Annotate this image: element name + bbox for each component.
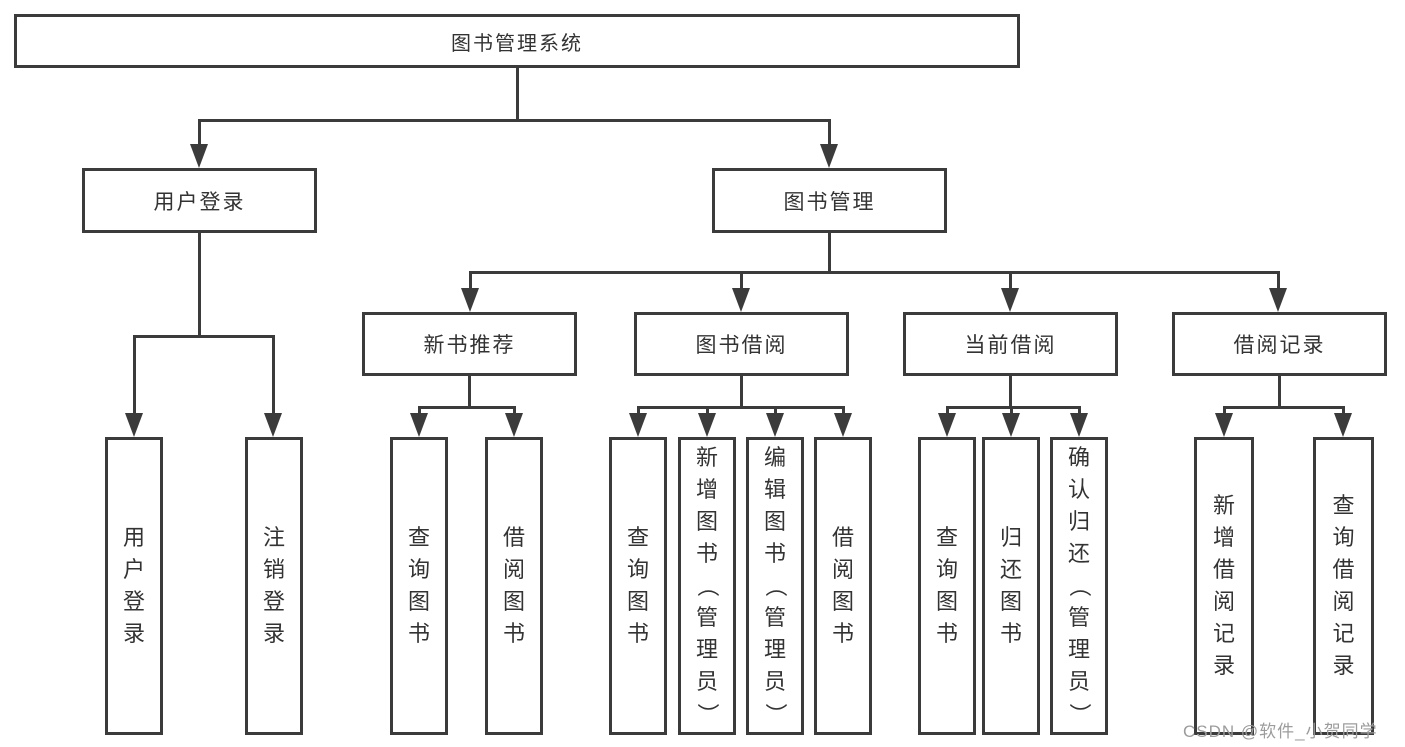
leaf-return-books-label: 归还图书 — [999, 525, 1022, 646]
node-user-login-label: 用户登录 — [153, 190, 246, 214]
node-library-management-system-label: 图书管理系统 — [451, 32, 583, 55]
edge-line — [513, 407, 516, 415]
node-borrowing-records-label: 借阅记录 — [1233, 334, 1326, 357]
edge-line — [1009, 376, 1012, 408]
leaf-query-books-borrowing: 查询图书 — [609, 437, 667, 735]
leaf-logout-label: 注销登录 — [262, 525, 285, 646]
edge-line — [133, 336, 136, 415]
edge-line — [198, 119, 831, 122]
arrow-down-icon — [1002, 413, 1020, 437]
arrow-down-icon — [938, 413, 956, 437]
arrow-down-icon — [190, 144, 208, 168]
edge-line — [1223, 407, 1226, 415]
arrow-down-icon — [1001, 288, 1019, 312]
leaf-query-books-borrowing-label: 查询图书 — [626, 525, 649, 646]
leaf-add-borrow-record: 新增借阅记录 — [1194, 437, 1254, 735]
edge-line — [1277, 271, 1280, 290]
arrow-down-icon — [461, 288, 479, 312]
leaf-edit-book-admin: 编辑图书（管理员） — [746, 437, 804, 735]
leaf-query-books-current: 查询图书 — [918, 437, 976, 735]
edge-line — [1223, 406, 1345, 409]
edge-line — [842, 407, 845, 415]
arrow-down-icon — [698, 413, 716, 437]
node-book-management-label: 图书管理 — [783, 190, 876, 214]
leaf-borrow-books-borrowing-label: 借阅图书 — [831, 525, 854, 646]
arrow-down-icon — [766, 413, 784, 437]
edge-line — [468, 376, 471, 408]
arrow-down-icon — [834, 413, 852, 437]
edge-line — [637, 407, 640, 415]
node-borrowing-records: 借阅记录 — [1172, 312, 1387, 376]
node-current-borrowing: 当前借阅 — [903, 312, 1118, 376]
edge-line — [418, 407, 421, 415]
arrow-down-icon — [1269, 288, 1287, 312]
leaf-borrow-books-borrowing: 借阅图书 — [814, 437, 872, 735]
edge-line — [740, 376, 743, 408]
arrow-down-icon — [1070, 413, 1088, 437]
node-current-borrowing-label: 当前借阅 — [964, 334, 1057, 357]
edge-line — [637, 406, 845, 409]
node-new-book-recommend: 新书推荐 — [362, 312, 577, 376]
leaf-user-login: 用户登录 — [105, 437, 163, 735]
edge-line — [1342, 407, 1345, 415]
edge-line — [1009, 271, 1012, 290]
leaf-confirm-return-admin-label: 确认归还（管理员） — [1066, 445, 1092, 726]
leaf-query-books-current-label: 查询图书 — [935, 525, 958, 646]
edge-line — [946, 406, 1081, 409]
edge-line — [828, 233, 831, 274]
edge-line — [469, 271, 472, 290]
edge-line — [828, 120, 831, 148]
arrow-down-icon — [125, 413, 143, 437]
leaf-borrow-books-recommend: 借阅图书 — [485, 437, 543, 735]
arrow-down-icon — [410, 413, 428, 437]
node-new-book-recommend-label: 新书推荐 — [423, 334, 516, 357]
leaf-query-borrow-record-label: 查询借阅记录 — [1332, 493, 1355, 678]
node-book-management: 图书管理 — [712, 168, 947, 233]
leaf-query-borrow-record: 查询借阅记录 — [1313, 437, 1374, 735]
edge-line — [516, 68, 519, 122]
edge-line — [1278, 376, 1281, 408]
arrow-down-icon — [505, 413, 523, 437]
leaf-borrow-books-recommend-label: 借阅图书 — [502, 525, 525, 646]
csdn-watermark: CSDN @软件_小贺同学 — [1183, 722, 1378, 741]
edge-line — [1010, 407, 1013, 415]
leaf-query-books-recommend: 查询图书 — [390, 437, 448, 735]
arrow-down-icon — [1215, 413, 1233, 437]
edge-line — [418, 406, 516, 409]
leaf-query-books-recommend-label: 查询图书 — [407, 525, 430, 646]
arrow-down-icon — [1334, 413, 1352, 437]
leaf-add-book-admin: 新增图书（管理员） — [678, 437, 736, 735]
node-user-login: 用户登录 — [82, 168, 317, 233]
leaf-edit-book-admin-label: 编辑图书（管理员） — [762, 445, 788, 726]
leaf-add-book-admin-label: 新增图书（管理员） — [694, 445, 720, 726]
arrow-down-icon — [629, 413, 647, 437]
arrow-down-icon — [732, 288, 750, 312]
edge-line — [272, 336, 275, 415]
edge-line — [946, 407, 949, 415]
node-library-management-system: 图书管理系统 — [14, 14, 1020, 68]
edge-line — [198, 233, 201, 338]
edge-line — [133, 335, 275, 338]
edge-line — [198, 120, 201, 148]
edge-line — [774, 407, 777, 415]
node-book-borrowing: 图书借阅 — [634, 312, 849, 376]
node-book-borrowing-label: 图书借阅 — [695, 334, 788, 357]
leaf-confirm-return-admin: 确认归还（管理员） — [1050, 437, 1108, 735]
leaf-logout: 注销登录 — [245, 437, 303, 735]
arrow-down-icon — [264, 413, 282, 437]
edge-line — [1078, 407, 1081, 415]
arrow-down-icon — [820, 144, 838, 168]
leaf-add-borrow-record-label: 新增借阅记录 — [1212, 493, 1235, 678]
edge-line — [740, 271, 743, 290]
edge-line — [706, 407, 709, 415]
leaf-user-login-label: 用户登录 — [122, 525, 145, 646]
edge-line — [469, 271, 1280, 274]
leaf-return-books: 归还图书 — [982, 437, 1040, 735]
